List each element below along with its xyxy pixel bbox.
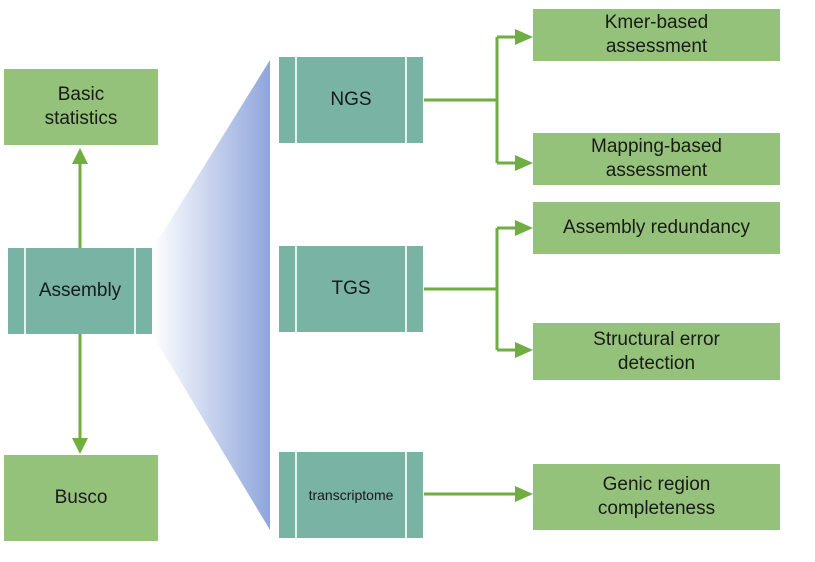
- mapping-assessment-label: Mapping-based assessment: [591, 136, 722, 181]
- arrowhead-right-icon: [515, 155, 533, 171]
- arrowhead-right-icon: [515, 29, 533, 45]
- kmer-assessment-label: Kmer-based assessment: [604, 12, 709, 57]
- mapping-assessment-box: Mapping-based assessment: [533, 133, 780, 185]
- connector-tgs: [424, 226, 517, 352]
- box-edge-line: [405, 452, 407, 538]
- genic-completeness-label: Genic region completeness: [597, 474, 716, 519]
- assembly-label: Assembly: [38, 280, 122, 301]
- tgs-box: TGS: [279, 246, 423, 332]
- box-edge-line: [295, 452, 297, 538]
- transcriptome-label: transcriptome: [308, 487, 394, 503]
- box-edge-line: [295, 246, 297, 332]
- kmer-assessment-box: Kmer-based assessment: [533, 9, 780, 61]
- busco-box: Busco: [4, 455, 158, 541]
- basic-statistics-label: Basic statistics: [44, 84, 118, 129]
- arrowhead-right-icon: [515, 342, 533, 358]
- tgs-label: TGS: [331, 278, 371, 299]
- arrowhead-up-icon: [72, 148, 88, 164]
- ngs-label: NGS: [330, 89, 372, 110]
- box-edge-line: [24, 248, 26, 334]
- structural-error-label: Structural error detection: [593, 328, 720, 374]
- arrowhead-down-icon: [72, 438, 88, 454]
- assembly-box: Assembly: [8, 248, 152, 334]
- connector-ngs: [424, 35, 517, 165]
- zoom-fan: [152, 60, 270, 530]
- ngs-box: NGS: [279, 57, 423, 143]
- busco-label: Busco: [54, 487, 108, 508]
- arrowhead-right-icon: [515, 486, 533, 502]
- assembly-redundancy-box: Assembly redundancy: [533, 202, 780, 254]
- basic-statistics-box: Basic statistics: [4, 69, 158, 145]
- transcriptome-box: transcriptome: [279, 452, 423, 538]
- box-edge-line: [405, 57, 407, 143]
- box-edge-line: [134, 248, 136, 334]
- arrowhead-right-icon: [515, 220, 533, 236]
- box-edge-line: [405, 246, 407, 332]
- box-edge-line: [295, 57, 297, 143]
- assembly-redundancy-label: Assembly redundancy: [563, 217, 750, 238]
- structural-error-box: Structural error detection: [533, 323, 780, 380]
- genic-completeness-box: Genic region completeness: [533, 464, 780, 530]
